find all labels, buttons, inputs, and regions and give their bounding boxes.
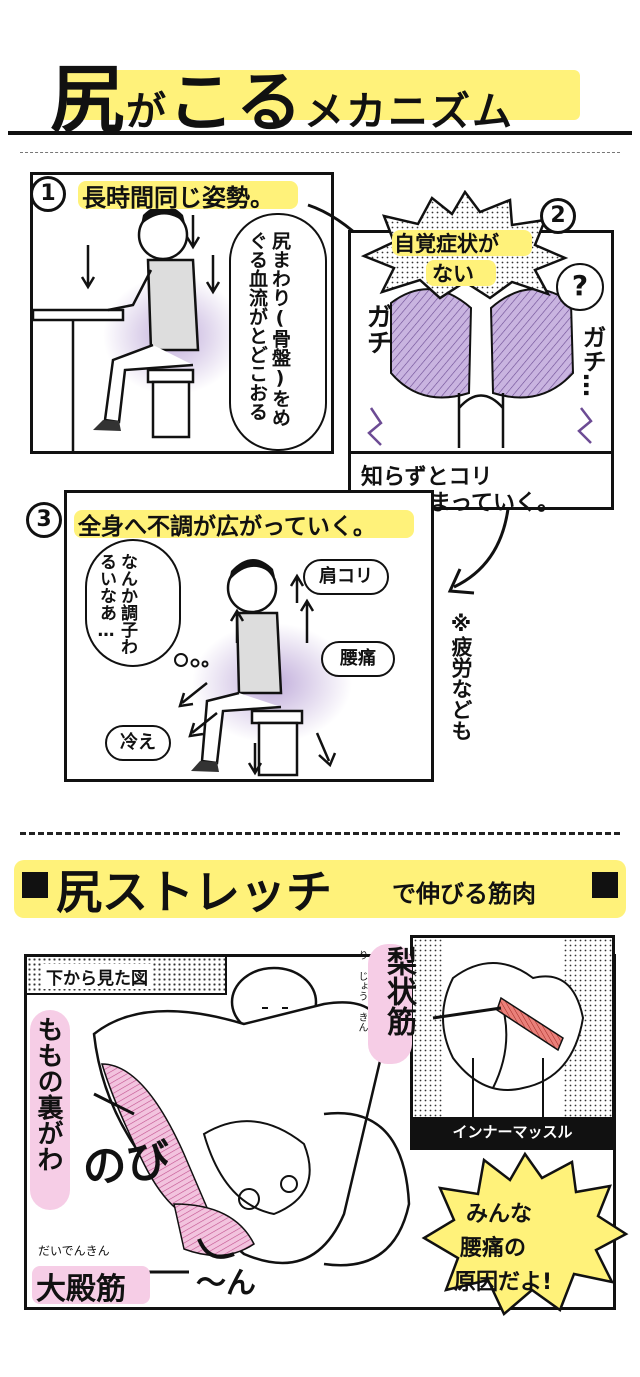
panel-1-caption-highlight [78, 181, 298, 209]
tag-back: 腰痛 [321, 641, 395, 677]
title-char-1: 尻 [50, 57, 126, 143]
burst-highlight-1 [392, 230, 532, 256]
panel-3-thought-bubble: なんか調子わるいなあ… [85, 539, 181, 667]
panel-2-caption-divider [351, 451, 611, 454]
header-rule [8, 131, 632, 135]
view-label: 下から見た図 [42, 964, 152, 989]
panel-3-caption: 全身へ不調が広がっていく。 [78, 514, 376, 540]
inner-muscle-label: インナーマッスル [413, 1117, 612, 1147]
section-2-subtitle: で伸びる筋肉 [392, 880, 536, 908]
burst-line-1: みんな [466, 1202, 533, 1227]
bottom-burst [421, 1151, 629, 1317]
burst-highlight-2 [426, 260, 496, 286]
pelvis-illustration [413, 938, 612, 1147]
title-char-3: こる [168, 64, 304, 141]
section-2-title-highlight [14, 860, 626, 918]
inner-muscle-inset: インナーマッスル [410, 935, 615, 1150]
page-header: 尻がこるメカニズム [0, 30, 640, 143]
panel-1-caption: 長時間同じ姿勢。 [82, 184, 274, 212]
panel-1: 尻まわり(骨盤)をめぐる血流がとどこおる [30, 172, 334, 454]
gluteus-label-highlight [32, 1266, 150, 1304]
tag-shoulder: 肩コリ [303, 559, 389, 595]
panel-3-illustration [174, 558, 352, 777]
panel-3-number: 3 [26, 502, 62, 538]
gluteus-ruby: だいでんきん [38, 1244, 110, 1258]
title-highlight [60, 70, 580, 120]
page-title: 尻がこるメカニズム [50, 40, 514, 147]
panel-1-illustration [33, 205, 243, 451]
title-rest: メカニズム [304, 89, 514, 135]
panel-1-bubble-text: 尻まわり(骨盤)をめぐる血流がとどこおる [246, 231, 291, 427]
section-2-square-left [22, 872, 48, 898]
title-char-2: が [126, 89, 168, 135]
panel-1-number: 1 [30, 176, 66, 212]
burst-text-line-2: ない [432, 262, 474, 286]
section-2-square-right [592, 872, 618, 898]
burst-text-line-1: 自覚症状が [394, 232, 499, 256]
panel-2-question-mark: ? [571, 269, 589, 302]
stretch-sfx-2: 〜ん [196, 1266, 256, 1301]
panel-3-note: ※疲労なども [449, 612, 473, 741]
section-2-title: 尻ストレッチ [56, 865, 332, 919]
figure-illustration [92, 966, 411, 1274]
piriformis-ruby: り じょう きん [356, 950, 367, 1032]
hamstring-label: ももの裏がわ [33, 1016, 63, 1172]
gluteus-label: 大殿筋 [36, 1272, 126, 1307]
panel-2-question-bubble: ? [556, 263, 604, 311]
panel-2-caption-line-1: 知らずとコリ [361, 465, 493, 490]
panel-2-sfx-right: ガチ… [578, 325, 606, 397]
panel-3-caption-highlight [74, 510, 414, 538]
arrow-to-panel-3 [447, 508, 510, 595]
divider-dashed-top [20, 152, 620, 153]
tag-cold: 冷え [105, 725, 171, 761]
burst-line-3: 原因だよ! [454, 1270, 553, 1295]
hamstring-label-highlight [30, 1010, 70, 1210]
stretch-sfx-1: のび [80, 1134, 173, 1195]
piriformis-label-highlight [368, 944, 412, 1064]
panel-2-muscle-illustration [367, 288, 593, 448]
panel-2-sfx-left: ガチ [362, 303, 392, 355]
piriformis-label: 梨状筋 [381, 946, 416, 1036]
burst-line-2: 腰痛の [460, 1236, 527, 1261]
panel-1-speech-bubble: 尻まわり(骨盤)をめぐる血流がとどこおる [229, 213, 327, 451]
panel-2-number: 2 [540, 198, 576, 234]
divider-dashed-middle [20, 832, 620, 835]
panel-3: なんか調子わるいなあ… 肩コリ 腰痛 冷え [64, 490, 434, 782]
panel-3-thought-text: なんか調子わるいなあ… [96, 553, 137, 655]
